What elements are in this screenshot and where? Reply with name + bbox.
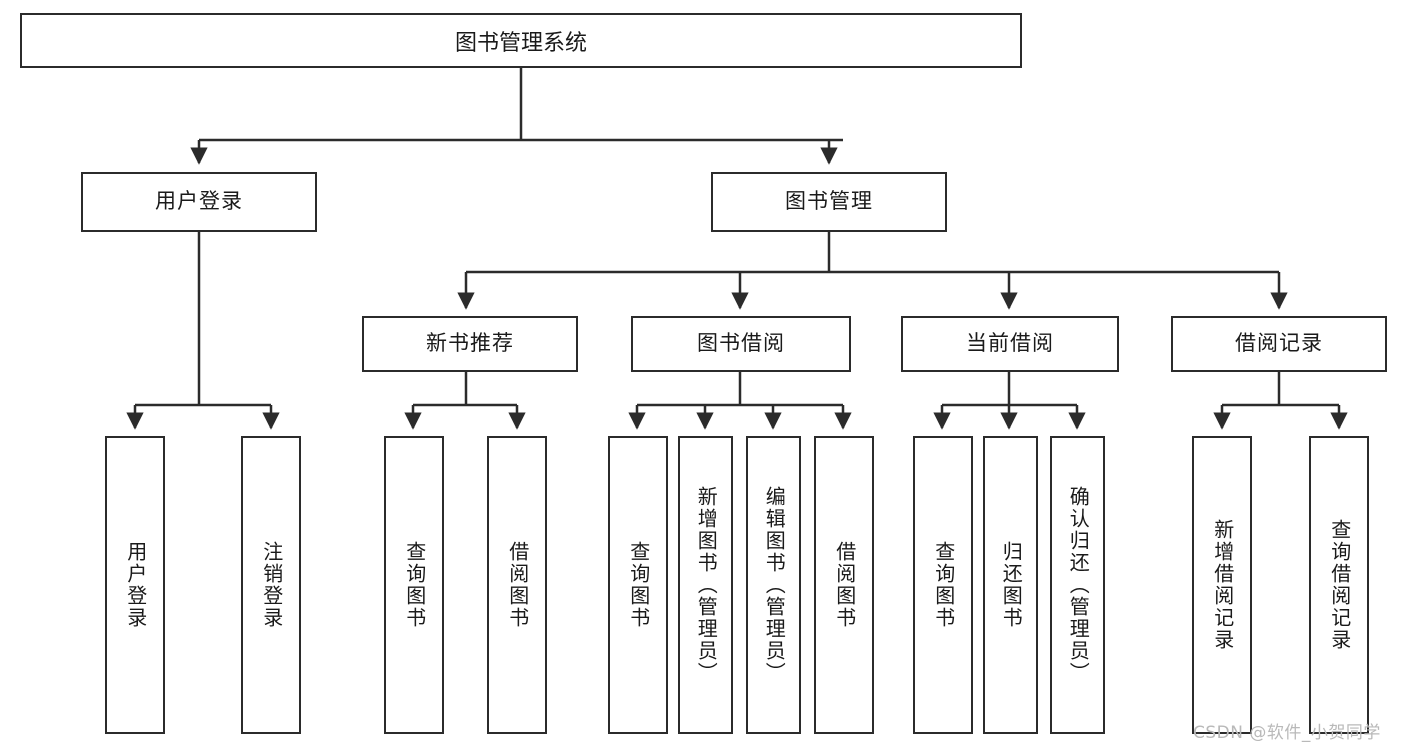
leaf-user-login-1[interactable]: 用户登录 xyxy=(105,436,165,734)
leaf-book-borrow-2[interactable]: 新增图书（管理员） xyxy=(678,436,733,734)
node-new-book-recommend-label: 新书推荐 xyxy=(426,331,514,356)
node-book-management[interactable]: 图书管理 xyxy=(711,172,947,232)
leaf-current-borrow-1[interactable]: 查询图书 xyxy=(913,436,973,734)
leaf-label: 用户登录 xyxy=(123,541,148,629)
leaf-label: 新增图书（管理员） xyxy=(694,486,719,684)
leaf-book-borrow-1[interactable]: 查询图书 xyxy=(608,436,668,734)
leaf-label: 借阅图书 xyxy=(832,541,857,629)
node-book-borrow[interactable]: 图书借阅 xyxy=(631,316,851,372)
node-user-login[interactable]: 用户登录 xyxy=(81,172,317,232)
csdn-watermark: CSDN @软件_小贺同学 xyxy=(1193,723,1381,743)
leaf-new-book-recommend-2[interactable]: 借阅图书 xyxy=(487,436,547,734)
node-book-management-label: 图书管理 xyxy=(785,189,873,214)
leaf-label: 确认归还（管理员） xyxy=(1066,486,1091,684)
leaf-label: 注销登录 xyxy=(259,541,284,629)
node-book-borrow-label: 图书借阅 xyxy=(697,331,785,356)
leaf-new-book-recommend-1[interactable]: 查询图书 xyxy=(384,436,444,734)
node-root-label: 图书管理系统 xyxy=(454,30,587,56)
node-new-book-recommend[interactable]: 新书推荐 xyxy=(362,316,578,372)
leaf-label: 新增借阅记录 xyxy=(1210,519,1235,651)
leaf-user-login-2[interactable]: 注销登录 xyxy=(241,436,301,734)
node-user-login-label: 用户登录 xyxy=(155,189,243,214)
leaf-label: 查询借阅记录 xyxy=(1327,519,1352,651)
leaf-label: 查询图书 xyxy=(931,541,956,629)
leaf-label: 查询图书 xyxy=(626,541,651,629)
leaf-book-borrow-4[interactable]: 借阅图书 xyxy=(814,436,874,734)
leaf-label: 编辑图书（管理员） xyxy=(762,486,787,684)
leaf-label: 查询图书 xyxy=(402,541,427,629)
node-borrow-record-label: 借阅记录 xyxy=(1235,331,1323,356)
leaf-book-borrow-3[interactable]: 编辑图书（管理员） xyxy=(746,436,801,734)
node-current-borrow-label: 当前借阅 xyxy=(966,331,1054,356)
leaf-borrow-record-1[interactable]: 新增借阅记录 xyxy=(1192,436,1252,734)
node-current-borrow[interactable]: 当前借阅 xyxy=(901,316,1119,372)
leaf-label: 借阅图书 xyxy=(505,541,530,629)
node-borrow-record[interactable]: 借阅记录 xyxy=(1171,316,1387,372)
node-root-system[interactable]: 图书管理系统 xyxy=(20,13,1022,68)
leaf-label: 归还图书 xyxy=(999,541,1024,629)
leaf-current-borrow-2[interactable]: 归还图书 xyxy=(983,436,1038,734)
leaf-borrow-record-2[interactable]: 查询借阅记录 xyxy=(1309,436,1369,734)
leaf-current-borrow-3[interactable]: 确认归还（管理员） xyxy=(1050,436,1105,734)
